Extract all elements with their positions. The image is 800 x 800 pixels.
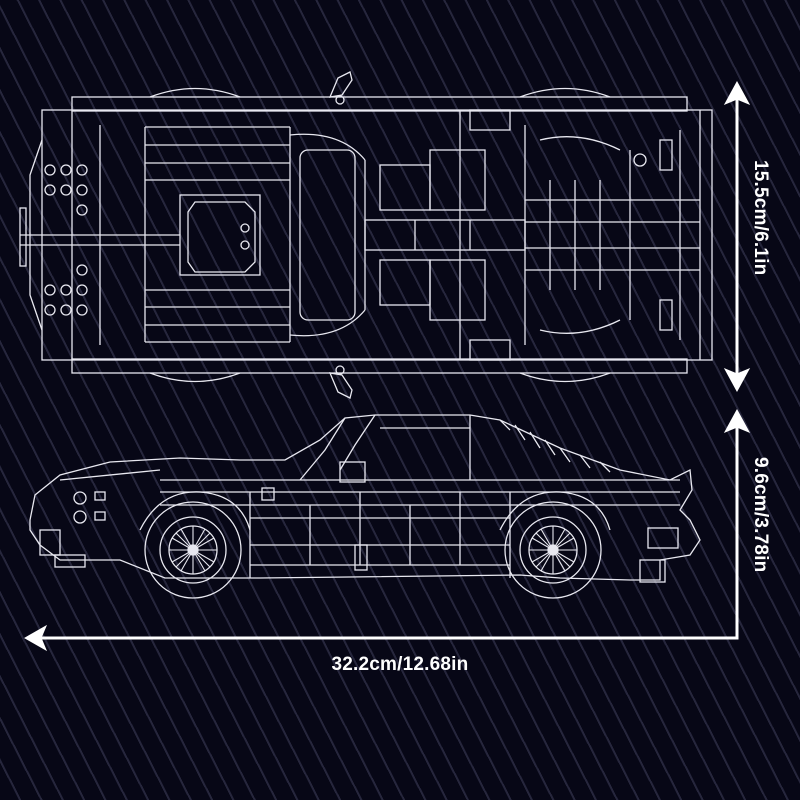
- depth-dimension-arrow: [723, 80, 751, 393]
- height-dimension-label: 9.6cm/3.78in: [750, 457, 771, 573]
- height-width-dimension-arrow: [23, 408, 751, 652]
- width-dimension-label: 15.5cm/6.1in: [750, 160, 771, 276]
- front-stud-circles: [44, 164, 88, 316]
- rear-wheel: [499, 491, 611, 599]
- length-dimension-label: 32.2cm/12.68in: [331, 654, 469, 675]
- top-view-car: [19, 71, 713, 399]
- front-wheel: [139, 491, 251, 599]
- side-view-car: [29, 414, 701, 599]
